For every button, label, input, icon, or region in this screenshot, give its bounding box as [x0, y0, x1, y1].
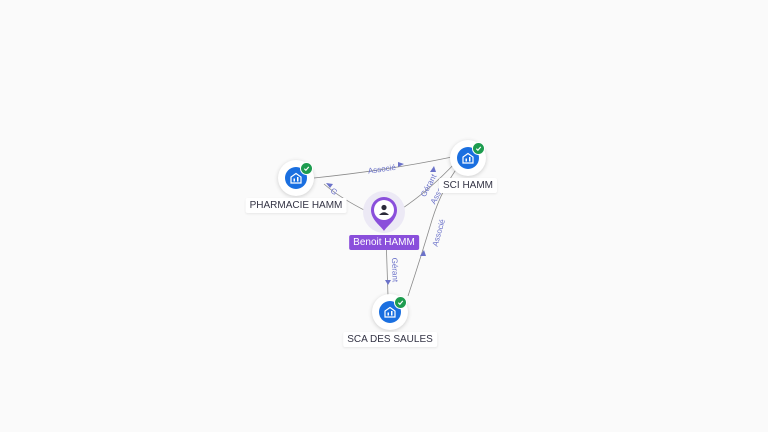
edge-arrow: [385, 280, 391, 285]
edge-arrow: [326, 183, 333, 188]
edge-label-sca-sci: Associé: [431, 218, 448, 248]
edge-label-person-pharmacie: G: [329, 186, 340, 197]
edge-arrow: [430, 166, 436, 172]
verified-check-icon: [394, 296, 407, 309]
edge-arrow: [398, 162, 404, 167]
node-label[interactable]: SCA DES SAULES: [343, 332, 437, 347]
node-label[interactable]: PHARMACIE HAMM: [245, 198, 347, 213]
edge-pharmacie-sci[interactable]: [313, 156, 453, 179]
edge-person-sci[interactable]: [399, 161, 457, 211]
verified-check-icon: [472, 142, 485, 155]
edge-label-pharmacie-sci: Associé: [367, 163, 397, 176]
verified-check-icon: [300, 162, 313, 175]
node-label[interactable]: Benoit HAMM: [349, 235, 419, 250]
edge-label-person-sca: Gérant: [390, 257, 400, 283]
node-label[interactable]: SCI HAMM: [439, 178, 497, 193]
edge-arrow: [420, 250, 426, 256]
person-icon: [371, 197, 397, 231]
